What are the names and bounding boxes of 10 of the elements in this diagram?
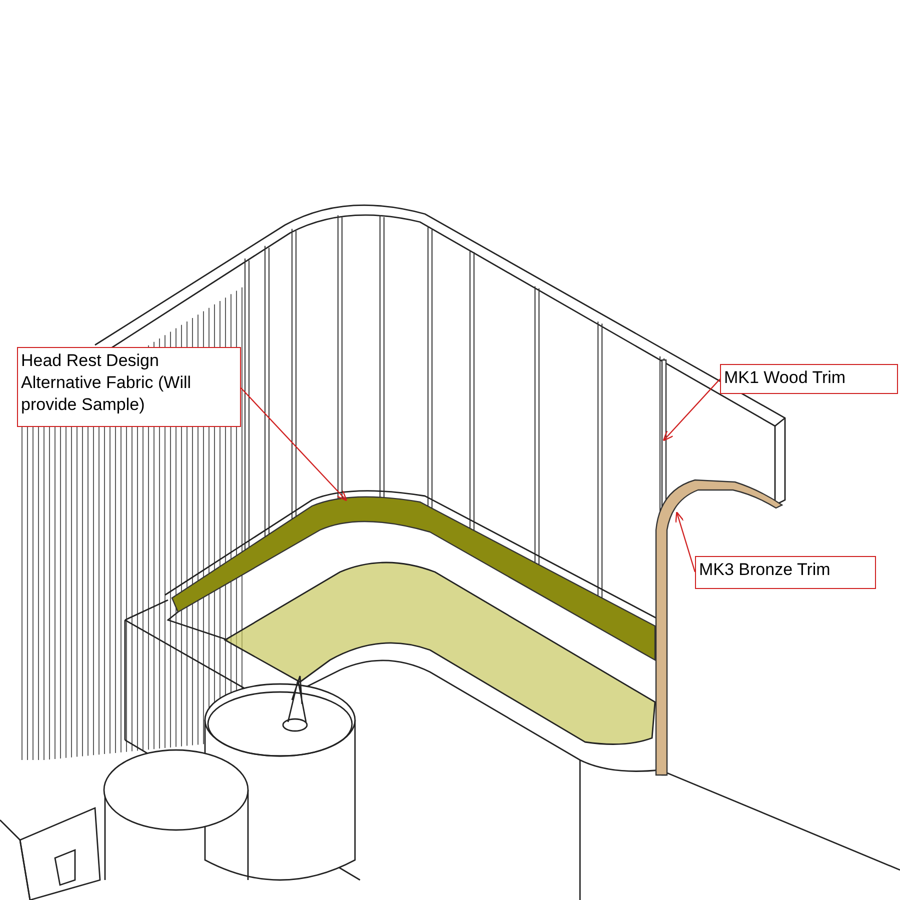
- callout-text: MK1 Wood Trim: [724, 367, 847, 389]
- leader-line: [240, 388, 348, 502]
- callout-text: MK3 Bronze Trim: [699, 559, 832, 581]
- leader-line: [675, 511, 696, 572]
- leader-line: [662, 378, 720, 442]
- callout-text: Head Rest Design Alternative Fabric (Will provide Sample): [21, 350, 192, 416]
- callout-box: [720, 364, 898, 394]
- callout-box: [695, 556, 876, 589]
- callout-box: [17, 347, 241, 427]
- headrest-cushion: [171, 496, 656, 661]
